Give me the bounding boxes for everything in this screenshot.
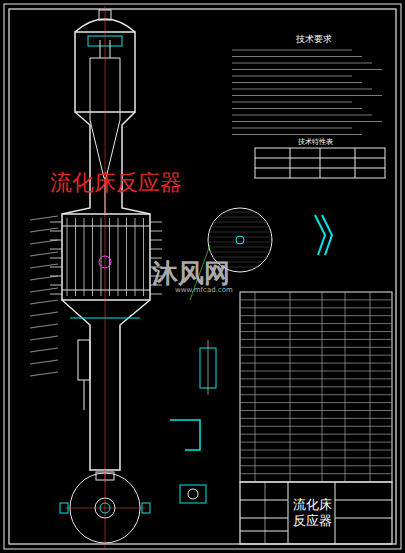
watermark: 沐风网 xyxy=(152,256,230,291)
notes-heading: 技术要求 xyxy=(296,33,332,46)
table-heading: 技术特性表 xyxy=(298,137,333,147)
title-block-text: 流化床反应器 xyxy=(290,497,334,530)
watermark-url: www.mfcad.com xyxy=(175,286,233,294)
drawing-title: 流化床反应器 xyxy=(50,168,182,198)
title-block-cell: 流化床反应器 xyxy=(290,497,334,530)
